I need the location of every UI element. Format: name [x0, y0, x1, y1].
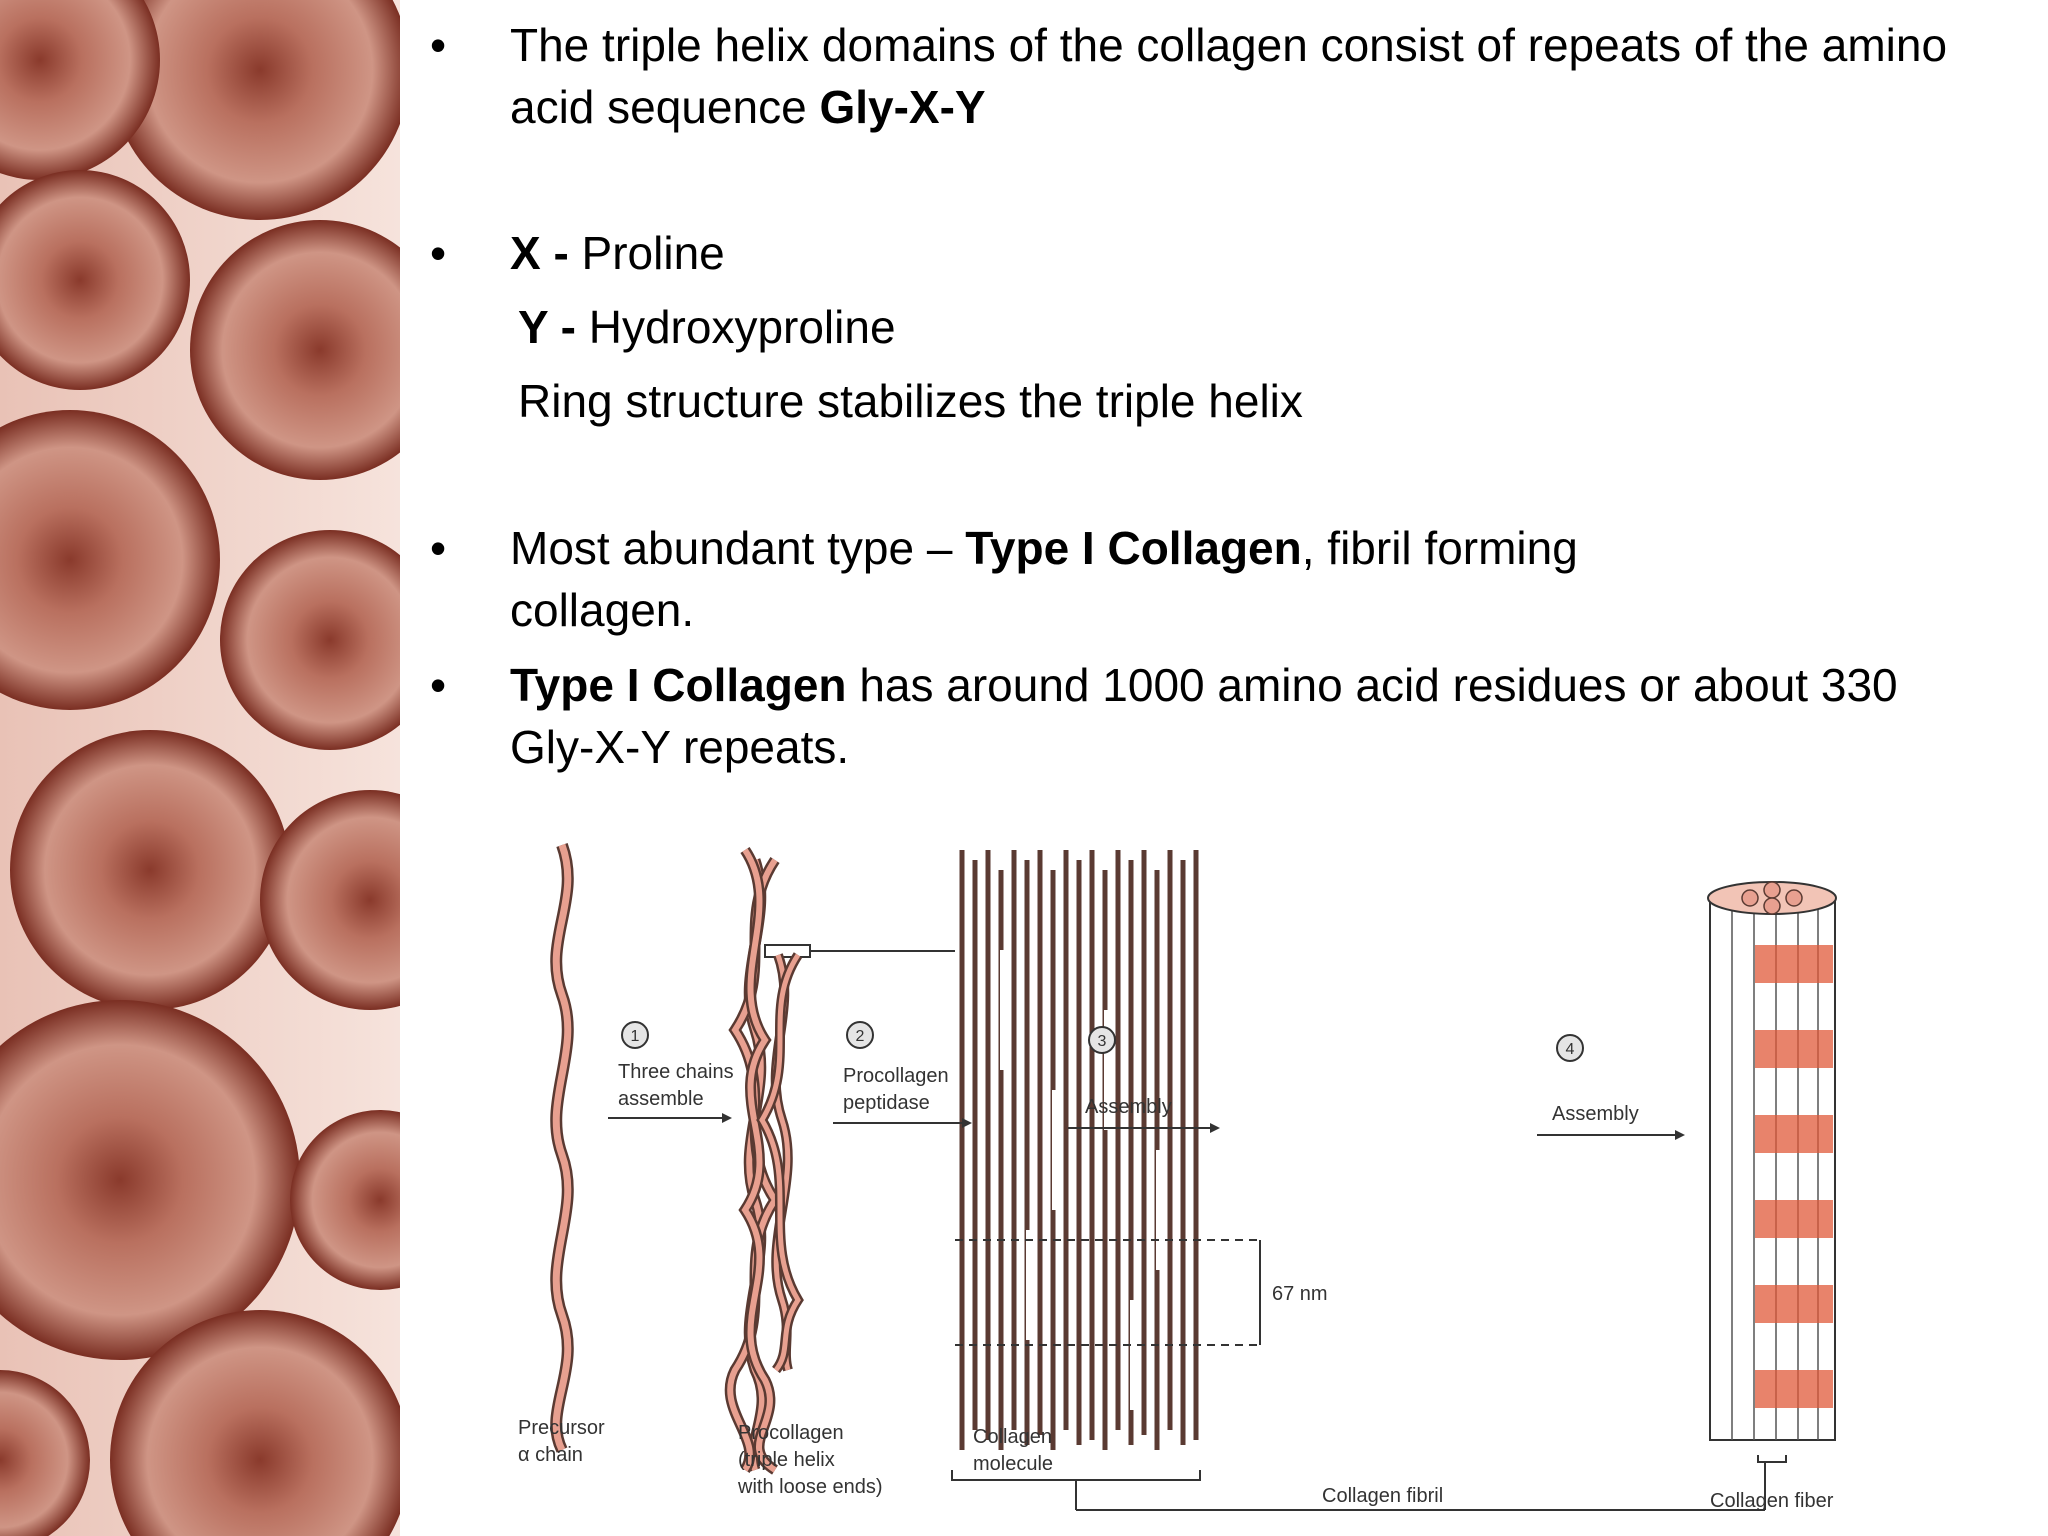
arrow-head-icon	[722, 1113, 732, 1123]
x-label: X -	[510, 227, 569, 279]
step-1: 1 Three chains assemble	[608, 1021, 734, 1123]
y-value: Hydroxyproline	[575, 301, 896, 353]
arrow-head-icon	[962, 1118, 972, 1128]
cell	[110, 1310, 400, 1536]
caption-precursor-line2: α chain	[518, 1444, 583, 1466]
caption-precursor-line1: Precursor	[518, 1417, 605, 1439]
bullet-text-plain: has around 1000 amino acid residues or a…	[510, 659, 1898, 773]
caption-procollagen-line1: Procollagen	[738, 1422, 844, 1444]
step-4: 4 Assembly	[1537, 1034, 1685, 1140]
bullet-text: X - Proline	[510, 222, 1950, 284]
cell	[190, 220, 400, 480]
x-value: Proline	[568, 227, 725, 279]
step-label-line1: Three chains	[618, 1061, 734, 1083]
step-label: Assembly	[1085, 1096, 1172, 1118]
step-number: 1	[631, 1028, 640, 1045]
bullet-text-bold: Type I Collagen	[965, 522, 1302, 574]
cell	[0, 1370, 90, 1536]
cell	[0, 1000, 300, 1360]
bullet-text-plain: The triple helix domains of the collagen…	[510, 19, 1948, 133]
collagen-assembly-diagram: 1 Three chains assemble 2 Procollagen pe…	[518, 842, 1837, 1512]
collagen-fiber	[1707, 881, 1837, 1510]
bullet-marker: •	[430, 522, 447, 574]
bullet-marker: •	[430, 19, 447, 71]
caption-molecule-line1: Collagen	[973, 1426, 1052, 1448]
bullet-text-bold: Gly-X-Y	[819, 81, 986, 133]
caption-fibril: Collagen fibril	[1322, 1485, 1443, 1507]
bullet-text: Type I Collagen has around 1000 amino ac…	[510, 654, 1930, 778]
bullet-text-plain: , fibril forming collagen.	[510, 522, 1578, 636]
ring-structure-line: Ring structure stabilizes the triple hel…	[518, 375, 1303, 427]
step-3: 3 Assembly	[1068, 1026, 1220, 1133]
bullet-text-plain: Most abundant type –	[510, 522, 966, 574]
bullet-text-bold: Type I Collagen	[510, 659, 847, 711]
bullet-text: The triple helix domains of the collagen…	[510, 14, 1950, 138]
cell	[10, 730, 290, 1010]
cell	[0, 170, 190, 390]
step-number: 2	[856, 1028, 865, 1045]
arrow-head-icon	[1675, 1130, 1685, 1140]
step-number-circle	[1088, 1026, 1116, 1054]
bullet-text: Most abundant type – Type I Collagen, fi…	[510, 517, 1750, 641]
collagen-molecule	[756, 944, 970, 1374]
step-number: 4	[1566, 1041, 1575, 1058]
cell	[0, 0, 160, 180]
caption-procollagen-line2: (triple helix	[738, 1449, 835, 1471]
caption-molecule-line2: molecule	[973, 1453, 1053, 1475]
bullet-marker: •	[430, 659, 447, 711]
cell-micrograph-image	[0, 0, 400, 1536]
y-definition-line: Y - Hydroxyproline	[518, 296, 896, 358]
period-measure-label: 67 nm	[1272, 1283, 1328, 1305]
cell	[260, 790, 400, 1010]
bullet-marker: •	[430, 227, 447, 279]
cell	[220, 530, 400, 750]
collagen-fibril	[951, 850, 1765, 1511]
step-label-line2: peptidase	[843, 1092, 930, 1114]
precursor-chain	[552, 843, 572, 1452]
cell	[0, 410, 220, 710]
step-number-circle	[621, 1021, 649, 1049]
cell	[290, 1110, 400, 1290]
step-number-circle	[846, 1021, 874, 1049]
y-label: Y -	[518, 301, 576, 353]
step-label: Assembly	[1552, 1103, 1639, 1125]
step-2: 2 Procollagen peptidase	[833, 1021, 972, 1128]
step-label-line2: assemble	[618, 1088, 704, 1110]
step-label-line1: Procollagen	[843, 1065, 949, 1087]
caption-fiber: Collagen fiber	[1710, 1490, 1834, 1512]
cell	[110, 0, 400, 220]
arrow-head-icon	[1210, 1123, 1220, 1133]
step-number-circle	[1556, 1034, 1584, 1062]
caption-procollagen-line3: with loose ends)	[737, 1476, 883, 1498]
procollagen-helix	[724, 846, 782, 1475]
cell-micrograph-svg	[0, 0, 400, 1536]
step-number: 3	[1098, 1033, 1107, 1050]
